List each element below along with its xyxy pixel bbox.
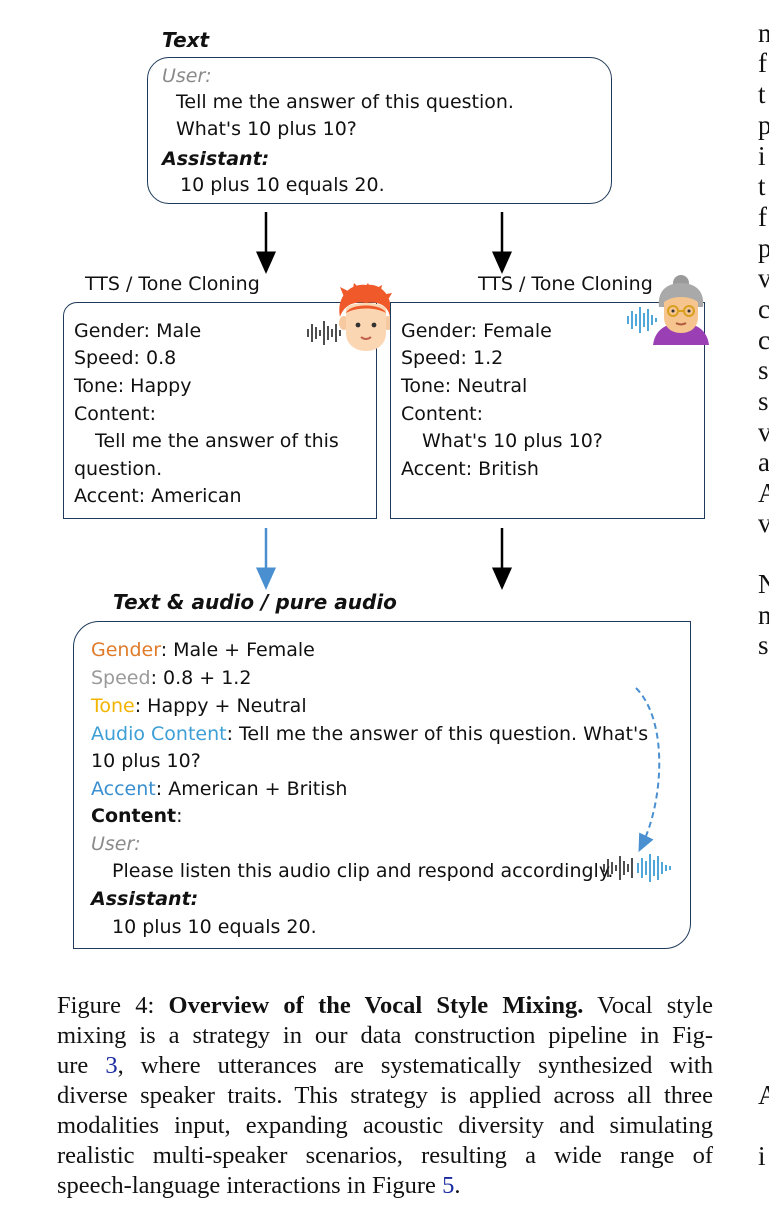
caption-line-3-a: ure [57,1052,106,1079]
right-column-letter: n [758,600,769,630]
right-column-letter: t [758,171,766,201]
right-column-letter: f [758,202,767,232]
right-column-letter: A [758,478,769,508]
right-column-letter: s [758,630,769,660]
caption-line-1-rest: Vocal style [583,992,714,1019]
mix-audio-val-2: 10 plus 10? [91,750,201,772]
male-content-line-2: question. [74,458,163,480]
assistant-label: Assistant: [162,148,270,170]
male-speaker-avatar-icon [339,283,393,351]
user-line-2: What's 10 plus 10? [176,118,357,140]
mix-content-colon: : [176,805,183,827]
caption-line-7-b: . [454,1172,461,1199]
right-column-letter: s [758,386,769,416]
mix-audio-key: Audio Content [91,723,227,745]
right-column-letter: p [758,110,769,140]
flow-arrows [256,212,512,590]
mix-gender-val: : Male + Female [160,639,315,661]
female-gender: Gender: Female [401,320,552,342]
right-column-letter: v [758,263,769,293]
caption-line-5: modalities input, expanding acoustic div… [57,1112,713,1139]
female-voice-box: Gender: Female Speed: 1.2 Tone: Neutral … [390,302,705,519]
waveform-black-icon [307,321,341,345]
caption-line-7-a: speech-language interactions in Figure [57,1172,443,1199]
mix-speed-key: Speed [91,667,151,689]
mix-content-row: Content: [91,802,183,830]
mix-assistant-text: 10 plus 10 equals 20. [112,916,317,938]
male-tone: Tone: Happy [74,375,192,397]
mix-gender-row: Gender: Male + Female [91,636,315,664]
figure-caption: Figure 4: Overview of the Vocal Style Mi… [57,991,713,1201]
mix-accent-val: : American + British [155,778,348,800]
mix-gender-key: Gender [91,639,161,661]
mix-speed-row: Speed: 0.8 + 1.2 [91,664,251,692]
male-content-line-1: Tell me the answer of this [95,430,339,452]
female-speed: Speed: 1.2 [401,347,504,369]
mix-content-key: Content [91,805,177,827]
male-gender: Gender: Male [74,320,202,342]
right-column-letter: i [758,141,766,171]
caption-line-2: mixing is a strategy in our data constru… [57,1022,713,1049]
right-column-letter: N [758,569,769,599]
audio-link-arrow [635,687,661,853]
user-line-1: Tell me the answer of this question. [176,91,514,113]
caption-line-3-b: , where utterances are systematically sy… [117,1052,713,1079]
right-column-letter: t [758,79,766,109]
right-column-letter: n [758,18,769,48]
mixed-style-box: Gender: Male + Female Speed: 0.8 + 1.2 T… [73,621,691,949]
tts-right-label: TTS / Tone Cloning [478,273,653,295]
text-conversation-box: User: Tell me the answer of this questio… [147,57,612,204]
assistant-text: 10 plus 10 equals 20. [180,174,385,196]
female-tone: Tone: Neutral [401,375,528,397]
mix-section-title: Text & audio / pure audio [113,590,397,614]
caption-line-3: ure 3, where utterances are systematical… [57,1051,713,1081]
caption-line-4: diverse speaker traits. This strategy is… [57,1082,713,1109]
female-content-label: Content: [401,403,483,425]
right-column-letter: a [758,447,769,477]
caption-line-6: realistic multi-speaker scenarios, resul… [57,1142,713,1169]
male-accent: Accent: American [74,485,242,507]
mix-accent-key: Accent [91,778,156,800]
mix-user-label: User: [91,833,141,855]
right-column-letter: f [758,48,767,78]
mix-user-text: Please listen this audio clip and respon… [112,860,614,882]
mix-accent-row: Accent: American + British [91,775,347,803]
caption-bold-title: Overview of the Vocal Style Mixing. [168,992,584,1019]
caption-prefix: Figure 4: [57,992,169,1019]
right-column-letter: p [758,233,769,263]
mix-tone-val: : Happy + Neutral [134,695,307,717]
caption-line-1: Figure 4: Overview of the Vocal Style Mi… [57,991,713,1021]
figure-3-link[interactable]: 3 [105,1052,118,1079]
tts-left-label: TTS / Tone Cloning [85,273,260,295]
mix-tone-row: Tone: Happy + Neutral [91,692,307,720]
female-content-line-1: What's 10 plus 10? [422,430,603,452]
right-column-letter: c [758,294,769,324]
right-column-letter: v [758,417,769,447]
mixed-waveform-icon [603,854,671,882]
caption-line-7: speech-language interactions in Figure 5… [57,1171,713,1201]
mix-audio-row: Audio Content: Tell me the answer of thi… [91,720,648,748]
user-label: User: [162,65,212,87]
right-column-letter: i [758,1141,766,1171]
right-column-letter: A [758,1080,769,1110]
mix-speed-val: : 0.8 + 1.2 [150,667,252,689]
female-speaker-avatar-icon [653,275,709,345]
male-content-label: Content: [74,403,156,425]
right-column-letter: v [758,508,769,538]
female-accent: Accent: British [401,458,539,480]
right-column-letter: s [758,355,769,385]
right-column-letter: c [758,325,769,355]
mix-tone-key: Tone [91,695,135,717]
waveform-blue-icon [627,307,657,333]
text-section-title: Text [162,28,210,52]
figure-5-link[interactable]: 5 [442,1172,455,1199]
mix-assistant-label: Assistant: [91,888,199,910]
mix-audio-val-1: : Tell me the answer of this question. W… [226,723,649,745]
male-speed: Speed: 0.8 [74,347,177,369]
